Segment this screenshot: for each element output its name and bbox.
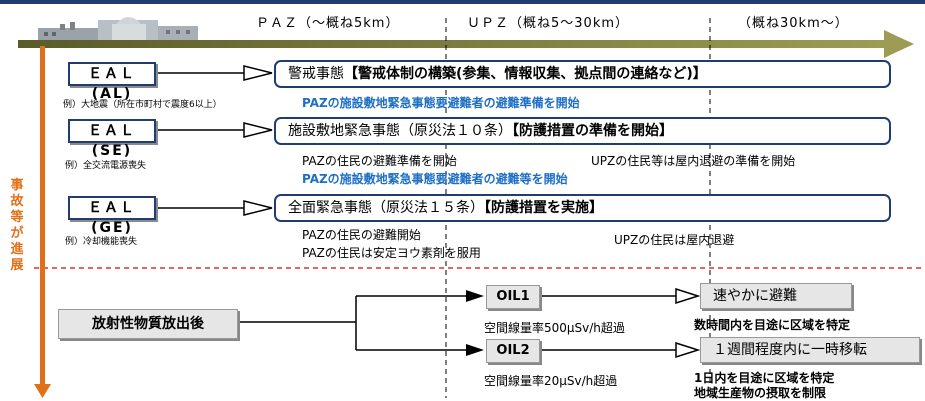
release-box: 放射性物質放出後 [58,309,238,339]
phase-site-emergency-measure: 【防護措置の準備を開始】 [512,123,673,139]
progress-label: 事故等が進展 [10,178,24,273]
phase-general-emergency-measure: 【防護措置を実施】 [484,200,603,216]
progress-arrow [34,46,51,398]
upz-action-ge: UPZの住民は屋内退避 [614,233,735,247]
phase-site-emergency-title: 施設敷地緊急事態（原災法１０条） [288,123,512,139]
oil2-criterion: 空間線量率20μSv/h超過 [484,374,618,388]
zone-beyond: （概ね30km～） [738,16,849,31]
oil1-box: OIL1 [486,285,540,309]
upz-action-se: UPZの住民等は屋内退避の準備を開始 [591,154,796,168]
zone-paz: ＰＡＺ（～概ね5km） [256,16,400,31]
oil1-note: 数時間内を目途に区域を特定 [694,318,851,332]
example-ge: 例）冷却機能喪失 [65,237,138,247]
timeline-arrow [18,30,914,58]
top-border [0,0,925,4]
oil2-note-2: 地域生産物の摂取を制限 [694,386,827,400]
eal-ge-box: ＥＡＬ(GE) [68,196,156,236]
paz-action-se: PAZの住民の避難準備を開始 [302,154,457,168]
oil2-note-1: 1日内を目途に区域を特定 [694,371,835,385]
note-se: PAZの施設敷地緊急事態要避難者の避難等を開始 [302,172,568,186]
eal-se-box: ＥＡＬ(SE) [68,119,156,159]
oil2-box: OIL2 [486,339,540,363]
phase-alert: 警戒事態【警戒体制の構築(参集、情報収集、拠点間の連絡など)】 [274,60,891,88]
phase-alert-title: 警戒事態 [288,66,344,82]
phase-general-emergency: 全面緊急事態（原災法１５条）【防護措置を実施】 [274,194,891,222]
nuclear-plant-icon [38,17,198,44]
paz-action-ge-2: PAZの住民は安定ヨウ素剤を服用 [302,246,481,260]
zone-upz: ＵＰＺ（概ね5～30km） [467,16,630,31]
phase-general-emergency-title: 全面緊急事態（原災法１５条） [288,200,484,216]
oil1-action: 速やかに避難 [700,283,852,309]
note-al: PAZの施設敷地緊急事態要避難者の避難準備を開始 [302,96,580,110]
eal-al-box: ＥＡＬ(AL) [68,62,156,102]
phase-alert-measure: 【警戒体制の構築(参集、情報収集、拠点間の連絡など)】 [344,66,707,82]
oil2-action: １週間程度内に一時移転 [700,337,920,363]
phase-site-emergency: 施設敷地緊急事態（原災法１０条）【防護措置の準備を開始】 [274,117,891,145]
oil1-criterion: 空間線量率500μSv/h超過 [484,321,625,335]
example-se: 例）全交流電源喪失 [65,161,147,171]
example-al: 例）大地震（所在市町村で震度6以上） [63,100,222,110]
paz-action-ge-1: PAZの住民の避難開始 [302,228,421,242]
